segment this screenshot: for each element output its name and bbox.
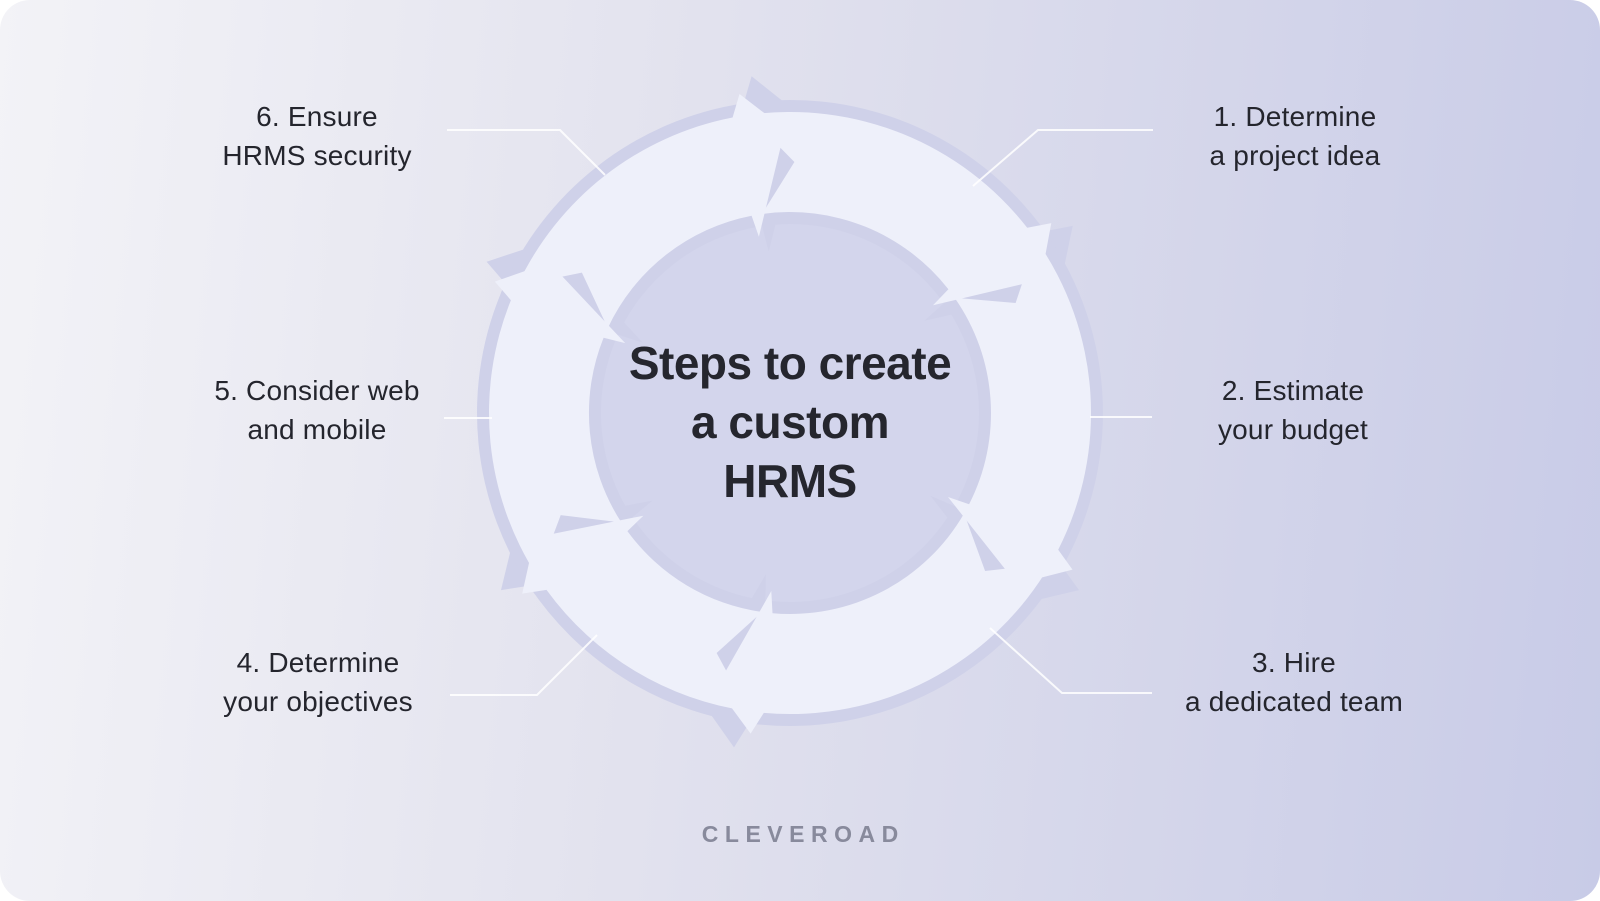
diagram-title-line1: Steps to create [628, 337, 952, 389]
step-6-line1: 6. Ensure [256, 101, 378, 132]
connector-line-step1 [972, 129, 1153, 187]
diagram-title: Steps to create a custom HRMS [628, 334, 952, 511]
connector-line-step3 [989, 627, 1152, 694]
step-label-3: 3. Hire a dedicated team [1185, 643, 1403, 721]
step-label-2: 2. Estimate your budget [1218, 371, 1368, 449]
step-2-line2: your budget [1217, 414, 1369, 445]
step-6-line2: HRMS security [222, 140, 412, 171]
step-4-line2: your objectives [223, 686, 413, 717]
step-5-line2: and mobile [247, 414, 387, 445]
step-label-4: 4. Determine your objectives [223, 643, 413, 721]
step-3-line1: 3. Hire [1252, 647, 1336, 678]
inner-circle [582, 205, 998, 621]
diagram-title-line2: a custom [691, 396, 889, 448]
step-label-6: 6. Ensure HRMS security [222, 97, 411, 175]
brand-logo: CLEVEROAD [701, 821, 905, 847]
step-2-line1: 2. Estimate [1221, 375, 1365, 406]
connector-line-step6 [447, 129, 606, 176]
step-5-line1: 5. Consider web [214, 375, 420, 406]
connector-line-step4 [450, 634, 598, 696]
arrow-ring [489, 94, 1092, 734]
step-3-line2: a dedicated team [1184, 686, 1404, 717]
step-1-line2: a project idea [1209, 140, 1381, 171]
step-label-1: 1. Determine a project idea [1210, 97, 1381, 175]
step-4-line1: 4. Determine [236, 647, 400, 678]
step-label-5: 5. Consider web and mobile [214, 371, 419, 449]
diagram-title-line3: HRMS [723, 455, 857, 507]
step-1-line1: 1. Determine [1213, 101, 1377, 132]
